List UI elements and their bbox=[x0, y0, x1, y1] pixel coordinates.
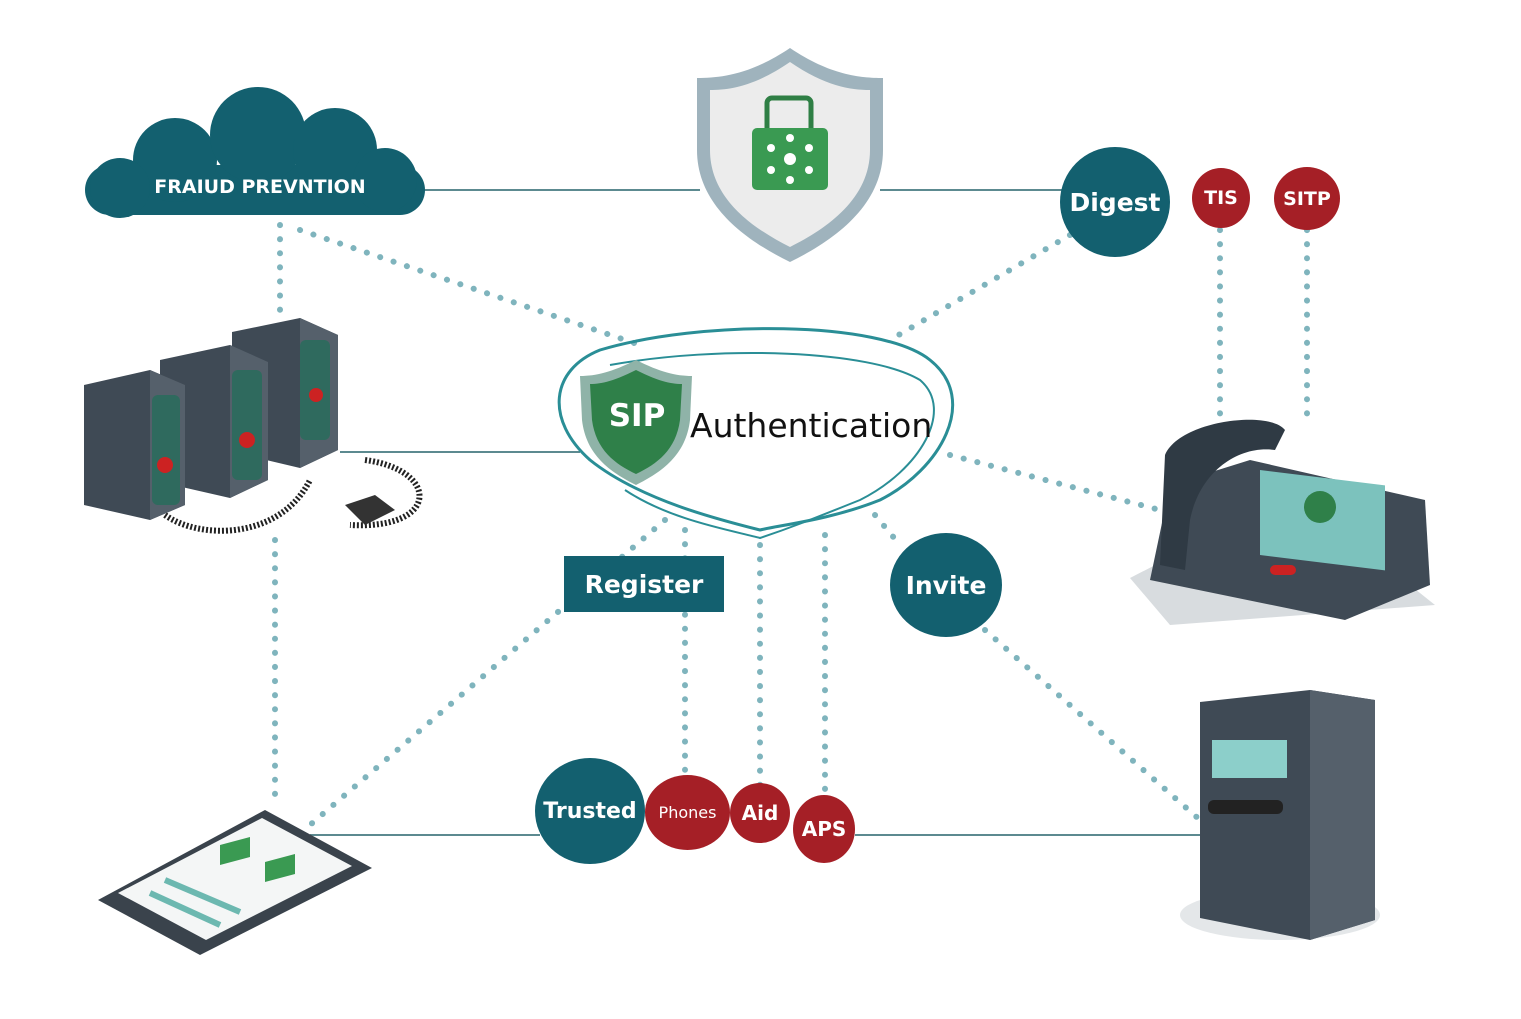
dots-center-invite bbox=[872, 512, 903, 548]
server-stack-icon bbox=[84, 318, 423, 534]
node-tis-label: TIS bbox=[1204, 187, 1238, 209]
node-phones[interactable]: Phones bbox=[645, 775, 730, 850]
node-register[interactable]: Register bbox=[564, 556, 724, 612]
node-aid-label: Aid bbox=[741, 801, 779, 825]
node-tis[interactable]: TIS bbox=[1192, 168, 1250, 228]
auth-boundary bbox=[557, 327, 955, 540]
node-sitp[interactable]: SITP bbox=[1274, 167, 1340, 230]
node-invite[interactable]: Invite bbox=[890, 533, 1002, 637]
server-tower bbox=[84, 370, 185, 520]
server-tower bbox=[160, 345, 268, 498]
dots-center-phone bbox=[947, 452, 1163, 513]
node-aps[interactable]: APS bbox=[793, 795, 855, 863]
node-digest[interactable]: Digest bbox=[1060, 147, 1170, 257]
tablet-icon bbox=[98, 810, 372, 955]
node-sitp-label: SITP bbox=[1283, 187, 1331, 210]
sip-shield-icon bbox=[580, 360, 692, 485]
sip-badge: SIP bbox=[608, 398, 666, 434]
server-keypad-icon bbox=[1180, 690, 1380, 940]
cloud-label: FRAIUD PREVNTION bbox=[154, 176, 366, 198]
solid-connectors bbox=[310, 189, 1200, 836]
cloud-icon bbox=[85, 87, 425, 218]
dots-invite-server bbox=[982, 627, 1203, 823]
node-phones-label: Phones bbox=[658, 803, 717, 822]
dots-digest-center bbox=[887, 232, 1073, 343]
desk-phone-icon bbox=[1130, 419, 1435, 625]
shield-lock-icon bbox=[697, 48, 883, 262]
node-invite-label: Invite bbox=[905, 570, 987, 600]
node-trusted-label: Trusted bbox=[543, 798, 637, 824]
node-register-label: Register bbox=[584, 569, 704, 599]
node-trusted[interactable]: Trusted bbox=[535, 758, 645, 864]
center-title: Authentication bbox=[690, 406, 933, 445]
dots-cloud-center bbox=[297, 227, 643, 348]
node-digest-label: Digest bbox=[1069, 187, 1161, 217]
node-aid[interactable]: Aid bbox=[730, 783, 790, 843]
node-aps-label: APS bbox=[801, 817, 847, 841]
